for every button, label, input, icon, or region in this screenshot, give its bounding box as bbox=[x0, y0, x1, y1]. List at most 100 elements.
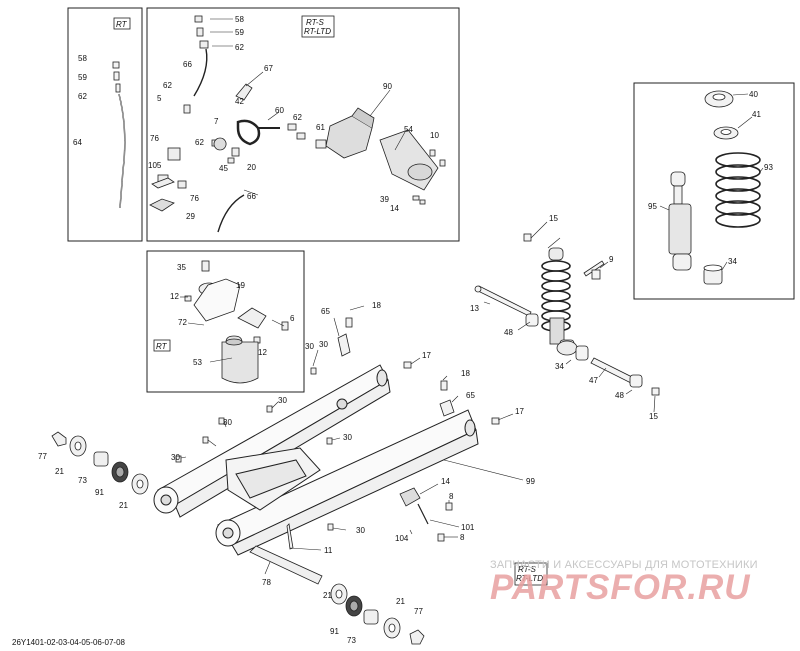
rt-cable-assembly bbox=[112, 61, 126, 209]
callout: 30 bbox=[319, 340, 328, 349]
callout: 15 bbox=[649, 412, 658, 421]
callout: 78 bbox=[262, 578, 271, 587]
callout: 30 bbox=[343, 433, 352, 442]
callout: 6 bbox=[290, 314, 295, 323]
callout: 11 bbox=[324, 546, 333, 555]
callout: 21 bbox=[55, 467, 64, 476]
box-tag-rtltd-bottom: RT-LTD bbox=[516, 574, 543, 583]
callout: 101 bbox=[461, 523, 475, 532]
callout: 19 bbox=[236, 281, 245, 290]
callout: 12 bbox=[170, 292, 179, 301]
callout: 30 bbox=[223, 418, 232, 427]
callout: 77 bbox=[414, 607, 423, 616]
callout: 30 bbox=[305, 342, 314, 351]
callout: 14 bbox=[441, 477, 450, 486]
callout: 40 bbox=[749, 90, 758, 99]
rear-shock-absorber bbox=[541, 247, 578, 356]
callout: 76 bbox=[150, 134, 159, 143]
callout: 18 bbox=[372, 301, 381, 310]
callout: 105 bbox=[148, 161, 162, 170]
watermark-text: ЗАПЧАСТИ И АКСЕССУАРЫ ДЛЯ МОТОТЕХНИКИ bbox=[490, 559, 758, 571]
callout: 35 bbox=[177, 263, 186, 272]
box-tag-rts-top: RT-S bbox=[306, 18, 324, 27]
callout: 7 bbox=[214, 117, 219, 126]
callout: 93 bbox=[764, 163, 773, 172]
callout: 8 bbox=[449, 492, 454, 501]
callout: 17 bbox=[515, 407, 524, 416]
callout: 8 bbox=[460, 533, 465, 542]
leader-lines-reservoir bbox=[180, 296, 285, 363]
callout: 67 bbox=[264, 64, 273, 73]
pivot-hardware-lower bbox=[249, 545, 425, 645]
callout: 53 bbox=[193, 358, 202, 367]
callout: 42 bbox=[235, 97, 244, 106]
callout: 77 bbox=[38, 452, 47, 461]
callout: 21 bbox=[323, 591, 332, 600]
callout: 54 bbox=[404, 125, 413, 134]
detail-box-shock-spring bbox=[633, 82, 795, 300]
callout: 30 bbox=[356, 526, 365, 535]
swingarm bbox=[153, 364, 479, 556]
callout: 73 bbox=[78, 476, 87, 485]
callout: 65 bbox=[321, 307, 330, 316]
callout: 12 bbox=[258, 348, 267, 357]
callout: 17 bbox=[422, 351, 431, 360]
callout: 9 bbox=[609, 255, 614, 264]
callout: 58 bbox=[78, 54, 87, 63]
shock-spring-components bbox=[668, 90, 761, 285]
callout: 91 bbox=[95, 488, 104, 497]
callout: 66 bbox=[247, 192, 256, 201]
callout: 10 bbox=[430, 131, 439, 140]
callout: 30 bbox=[171, 453, 180, 462]
swingarm-hardware bbox=[175, 317, 500, 550]
callout: 34 bbox=[728, 257, 737, 266]
callout: 39 bbox=[380, 195, 389, 204]
callout: 15 bbox=[549, 214, 558, 223]
box-tag-rt-mid: RT bbox=[156, 342, 168, 351]
box-tag-rt-top: RT bbox=[116, 20, 128, 29]
callout: 62 bbox=[293, 113, 302, 122]
pivot-hardware-upper bbox=[51, 431, 149, 495]
callout: 62 bbox=[195, 138, 204, 147]
callout: 65 bbox=[466, 391, 475, 400]
callout: 45 bbox=[219, 164, 228, 173]
callout: 99 bbox=[526, 477, 535, 486]
callout: 60 bbox=[275, 106, 284, 115]
callout: 64 bbox=[73, 138, 82, 147]
diagram-code: 26Y1401-02-03-04-05-06-07-08 bbox=[12, 638, 125, 647]
callout: 62 bbox=[163, 81, 172, 90]
watermark-logo: PARTSFOR.RU bbox=[490, 568, 751, 607]
detail-box-rts-ltd-actuator bbox=[146, 7, 460, 242]
actuator-assembly bbox=[149, 15, 446, 233]
shock-mount-parts bbox=[474, 233, 660, 396]
callout: 48 bbox=[615, 391, 624, 400]
callout: 66 bbox=[183, 60, 192, 69]
callout: 14 bbox=[390, 204, 399, 213]
callout: 21 bbox=[396, 597, 405, 606]
callout: 61 bbox=[316, 123, 325, 132]
callout: 104 bbox=[395, 534, 409, 543]
callout: 29 bbox=[186, 212, 195, 221]
callout: 72 bbox=[178, 318, 187, 327]
callout-labels: 58 59 62 64 58 59 62 66 67 62 5 42 60 62… bbox=[38, 15, 773, 645]
callout: 30 bbox=[278, 396, 287, 405]
callout: 62 bbox=[235, 43, 244, 52]
box-tag-rts-bottom: RT-S bbox=[518, 565, 536, 574]
callout: 47 bbox=[589, 376, 598, 385]
callout: 95 bbox=[648, 202, 657, 211]
reservoir-assembly bbox=[184, 260, 289, 384]
callout: 59 bbox=[78, 73, 87, 82]
callout: 41 bbox=[752, 110, 761, 119]
callout: 73 bbox=[347, 636, 356, 645]
callout: 5 bbox=[157, 94, 162, 103]
callout: 62 bbox=[78, 92, 87, 101]
box-tag-rtltd-top: RT-LTD bbox=[304, 27, 331, 36]
callout: 21 bbox=[119, 501, 128, 510]
callout: 76 bbox=[190, 194, 199, 203]
callout: 91 bbox=[330, 627, 339, 636]
callout: 58 bbox=[235, 15, 244, 24]
callout: 34 bbox=[555, 362, 564, 371]
callout: 48 bbox=[504, 328, 513, 337]
leader-lines-mid-right bbox=[483, 221, 656, 413]
